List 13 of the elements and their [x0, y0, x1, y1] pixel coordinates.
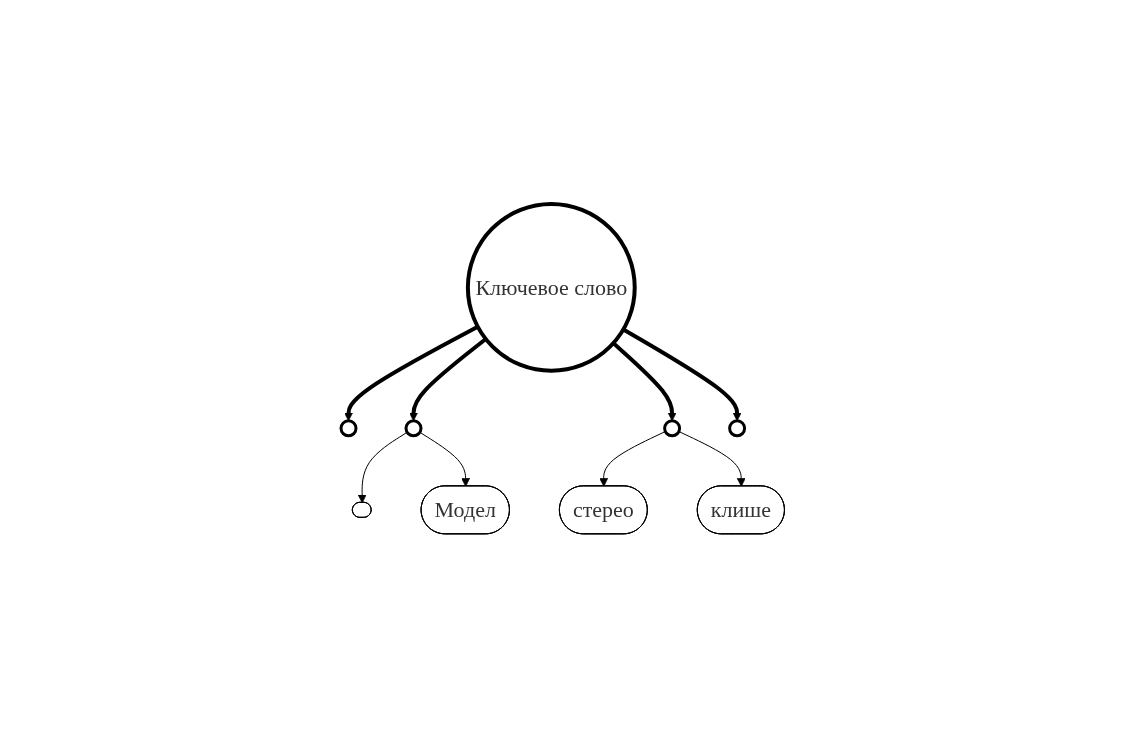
arrow [622, 327, 742, 422]
node-circle: Ключевое слово [466, 202, 637, 373]
arrow [344, 325, 479, 422]
arrow [599, 431, 667, 487]
node-circle [663, 419, 682, 438]
node-circle [339, 419, 358, 438]
arrow [358, 431, 408, 504]
arrow [409, 337, 488, 422]
arrow [612, 341, 677, 422]
arrow [419, 431, 471, 487]
node-circle [404, 419, 423, 438]
node-circle [728, 419, 747, 438]
arrow [678, 431, 746, 487]
